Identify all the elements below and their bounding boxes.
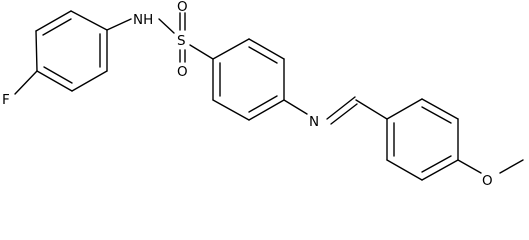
imine-double-bond	[326, 96, 358, 125]
bond-c-f	[14, 70, 38, 95]
atom-label-nh: NH	[133, 12, 153, 28]
methoxyphenyl-ring	[386, 98, 459, 181]
fluorophenyl-ring	[35, 10, 108, 92]
bond-s-ring	[189, 44, 214, 60]
bond-c-nh	[106, 18, 132, 31]
molecule-structure: F NH S O O N O	[2, 0, 524, 189]
bond-ch-ring	[355, 99, 388, 120]
atom-label-oxygen-top: O	[177, 0, 188, 15]
bond-ring-n	[283, 99, 308, 115]
atom-label-oxygen-bottom: O	[177, 64, 188, 80]
bond-o-methyl	[499, 159, 524, 174]
atom-label-ether-o: O	[482, 173, 493, 189]
central-benzene-ring	[212, 38, 285, 121]
bond-nh-s	[158, 18, 175, 34]
sulfonyl-bonds	[179, 12, 186, 63]
atom-label-imine-n: N	[309, 114, 319, 130]
bond-ring-o	[457, 159, 482, 174]
atom-label-fluorine: F	[2, 92, 10, 108]
atom-label-sulfur: S	[177, 33, 186, 49]
